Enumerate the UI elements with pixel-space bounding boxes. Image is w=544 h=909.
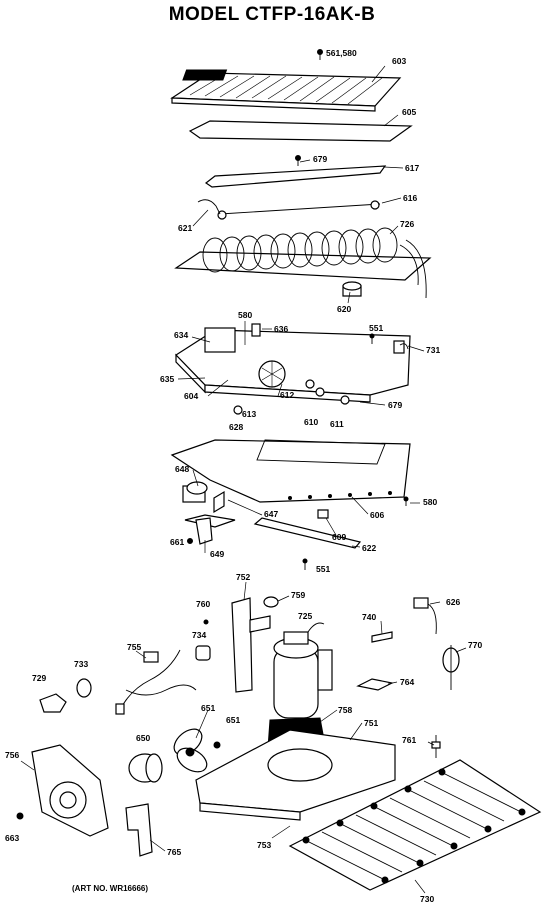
part-759-grommet: [263, 596, 279, 608]
label-725: 725: [298, 611, 312, 621]
small-screws: [16, 49, 409, 820]
label-751: 751: [364, 718, 378, 728]
label-612: 612: [280, 390, 294, 400]
label-734: 734: [192, 630, 206, 640]
part-725-compressor: [273, 622, 333, 719]
label-731: 731: [426, 345, 440, 355]
label-613: 613: [242, 409, 256, 419]
part-764-plate: [356, 678, 394, 691]
label-551-upper: 551: [369, 323, 383, 333]
label-628: 628: [229, 422, 243, 432]
part-770-valve: [442, 645, 460, 690]
part-740-clip: [371, 631, 393, 643]
label-760: 760: [196, 599, 210, 609]
label-648: 648: [175, 464, 189, 474]
part-617-bar: [204, 165, 387, 188]
part-650-motor: [128, 753, 163, 783]
label-759: 759: [291, 590, 305, 600]
label-636: 636: [274, 324, 288, 334]
label-740: 740: [362, 612, 376, 622]
label-730: 730: [420, 894, 434, 904]
label-752: 752: [236, 572, 250, 582]
label-603: 603: [392, 56, 406, 66]
part-622-bar: [253, 517, 362, 549]
part-605-panel: [188, 120, 413, 142]
part-726-evaporator: [174, 227, 432, 299]
part-603-cover: [170, 69, 402, 112]
part-733-plug: [76, 678, 92, 698]
label-679-top: 679: [313, 154, 327, 164]
part-651-fan-blade: [173, 728, 208, 773]
label-756: 756: [5, 750, 19, 760]
part-761-bolt: [431, 735, 441, 758]
label-611: 611: [330, 419, 344, 429]
label-605: 605: [402, 107, 416, 117]
label-634: 634: [174, 330, 188, 340]
leader-lines: [20, 65, 467, 894]
label-551-lower: 551: [316, 564, 330, 574]
label-650: 650: [136, 733, 150, 743]
label-609: 609: [332, 532, 346, 542]
label-651-nut: 651: [226, 715, 240, 725]
label-616: 616: [403, 193, 417, 203]
label-621: 621: [178, 223, 192, 233]
part-756-shroud: [31, 744, 109, 837]
part-609-cap: [317, 509, 329, 519]
label-604: 604: [184, 391, 198, 401]
part-752-bracket: [231, 597, 271, 693]
label-617: 617: [405, 163, 419, 173]
label-729: 729: [32, 673, 46, 683]
part-649-bracket: [184, 514, 236, 545]
part-616-rod: [197, 199, 381, 220]
label-679-lower: 679: [388, 400, 402, 410]
label-733: 733: [74, 659, 88, 669]
part-number-labels: 561,580 603 605 679 617 616 621 726 620 …: [5, 48, 482, 904]
art-number: (ART NO. WR16666): [72, 884, 149, 893]
part-730-condenser: [288, 759, 542, 891]
label-635: 635: [160, 374, 174, 384]
part-765-bracket: [125, 803, 153, 857]
part-606-shelf: [170, 439, 411, 503]
part-734-capacitor: [195, 645, 211, 661]
part-648-motor: [182, 481, 225, 514]
label-561-580: 561,580: [326, 48, 357, 58]
label-647: 647: [264, 509, 278, 519]
label-626: 626: [446, 597, 460, 607]
label-580-upper: 580: [238, 310, 252, 320]
part-620-holder: [342, 281, 362, 297]
label-610: 610: [304, 417, 318, 427]
label-765: 765: [167, 847, 181, 857]
part-626-relay: [413, 597, 437, 635]
label-726: 726: [400, 219, 414, 229]
label-651-blade: 651: [201, 703, 215, 713]
part-729-cover: [39, 693, 67, 713]
diagram-title: MODEL CTFP-16AK-B: [168, 4, 376, 25]
label-661: 661: [170, 537, 184, 547]
part-604-pan: [175, 323, 411, 415]
label-649: 649: [210, 549, 224, 559]
label-770: 770: [468, 640, 482, 650]
label-764: 764: [400, 677, 414, 687]
label-606: 606: [370, 510, 384, 520]
label-753: 753: [257, 840, 271, 850]
label-761: 761: [402, 735, 416, 745]
label-622: 622: [362, 543, 376, 553]
label-758: 758: [338, 705, 352, 715]
part-751-tray: [195, 729, 396, 821]
part-731-clip: [393, 340, 409, 354]
label-620: 620: [337, 304, 351, 314]
label-663: 663: [5, 833, 19, 843]
label-580-lower: 580: [423, 497, 437, 507]
label-755: 755: [127, 642, 141, 652]
part-755-harness: [115, 649, 197, 715]
